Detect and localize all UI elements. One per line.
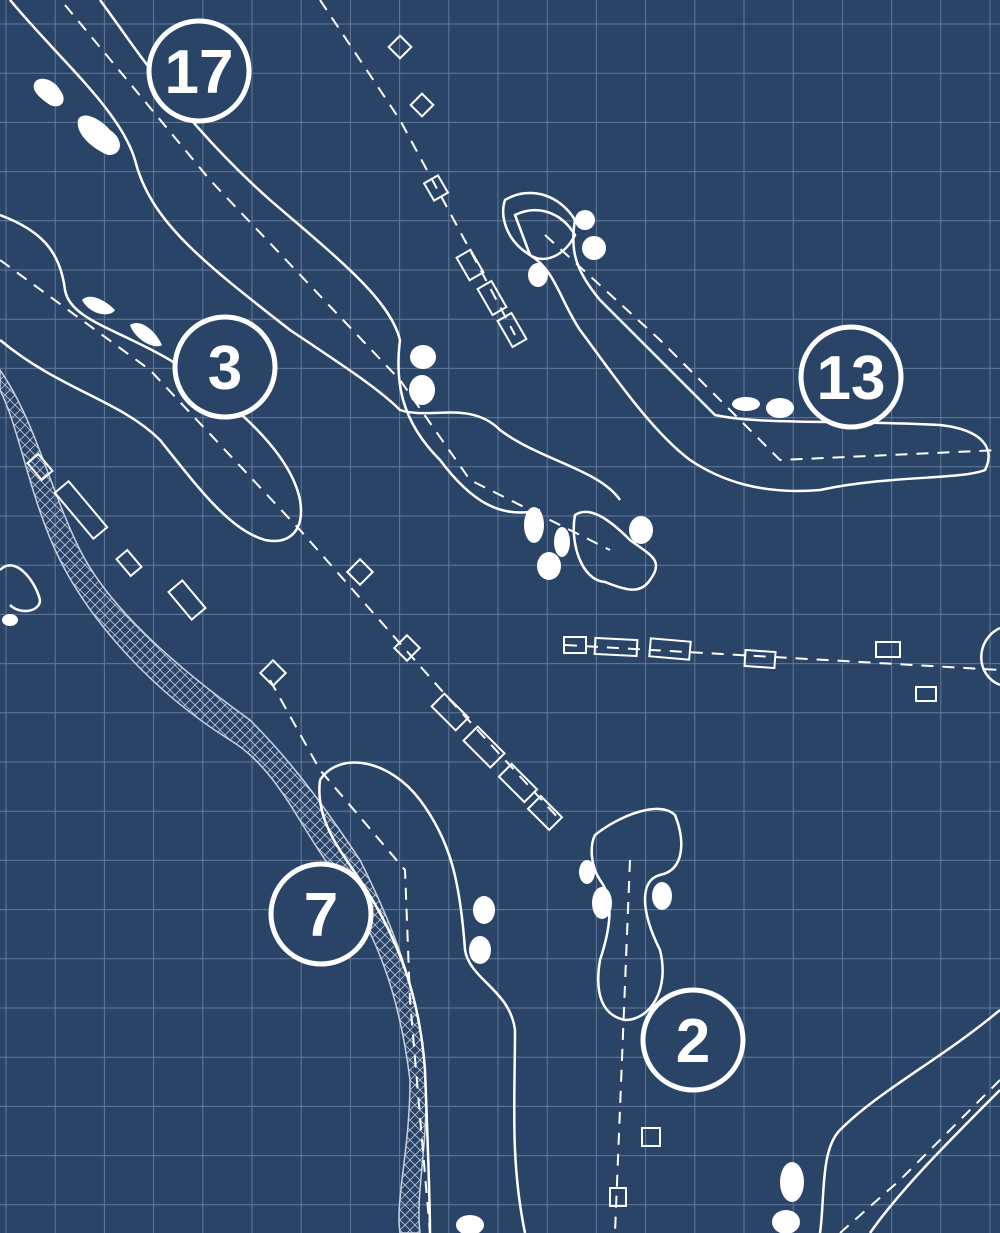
hole-17-layout	[9, 0, 658, 591]
tee-line-top	[319, 0, 516, 336]
hole-number: 3	[208, 334, 242, 403]
hole-number: 13	[817, 344, 886, 413]
hole-3-layout	[0, 213, 561, 821]
hole-marker-7[interactable]: 7	[268, 861, 374, 967]
hole-marker-2[interactable]: 2	[640, 987, 746, 1093]
tee-boxes	[26, 34, 937, 1207]
sand-bunkers	[2, 78, 804, 1233]
hole-marker-3[interactable]: 3	[172, 314, 278, 420]
hole-13-layout	[502, 191, 1000, 493]
hole-number: 2	[676, 1007, 710, 1076]
hole-7-layout	[269, 679, 527, 1233]
hole-marker-17[interactable]: 17	[146, 18, 252, 124]
hole-8-layout	[818, 1009, 1000, 1233]
hole-number: 17	[165, 38, 234, 107]
hole-number: 7	[304, 881, 338, 950]
hole-marker-13[interactable]: 13	[798, 324, 904, 430]
